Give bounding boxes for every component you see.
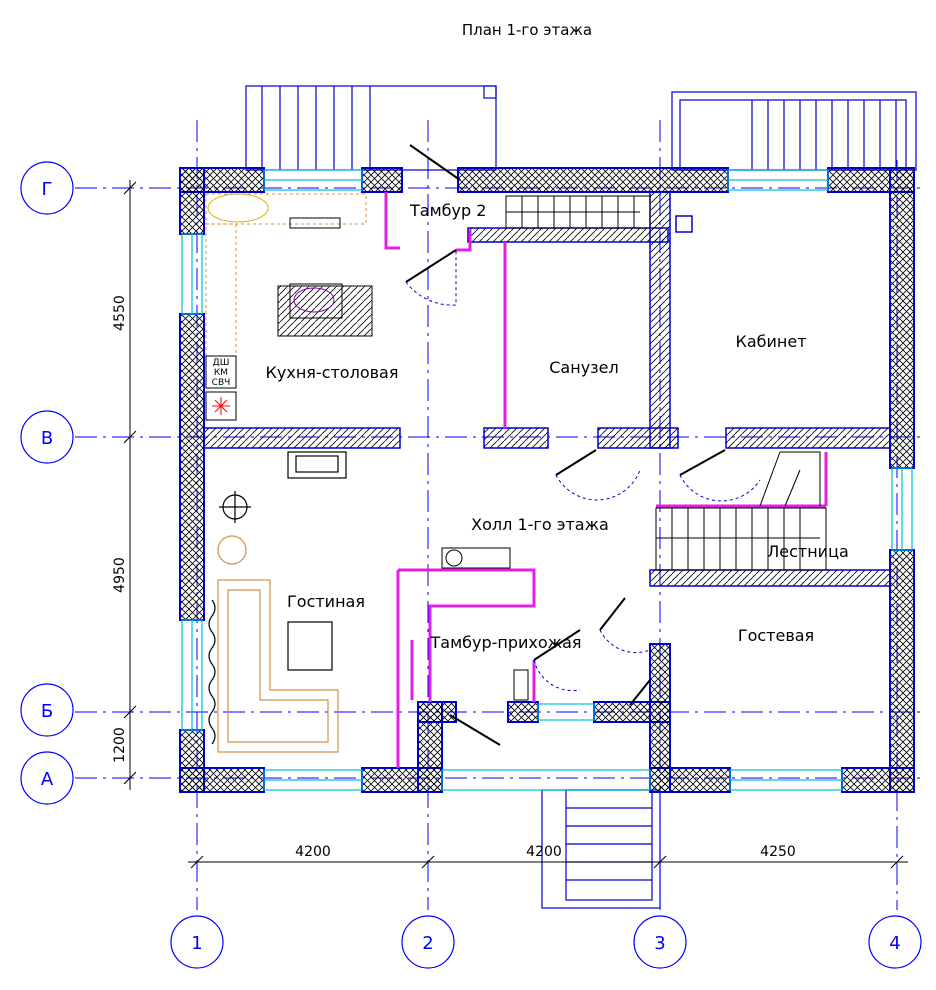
axis-bubbles-letters [20, 161, 74, 805]
room-labels: Тамбур 2 Кухня-столовая Санузел Кабинет … [266, 201, 849, 652]
dimension-4550: 4550 [112, 295, 128, 331]
axis-label-4: 4 [889, 933, 900, 954]
axis-label-v: В [41, 428, 53, 449]
dishwasher-mark: ДШ [213, 358, 230, 368]
interior-walls [203, 191, 891, 587]
room-label-hall: Холл 1-го этажа [471, 515, 609, 534]
axis-label-1: 1 [191, 933, 202, 954]
room-label-guest: Гостевая [738, 626, 814, 645]
dimension-4200-center: 4200 [526, 844, 562, 860]
axis-label-b: Б [41, 701, 53, 722]
coffee-machine-mark: КМ [214, 368, 228, 378]
horizontal-dimensions [188, 855, 908, 869]
room-label-tambur2: Тамбур 2 [409, 201, 486, 220]
room-label-kitchen: Кухня-столовая [266, 363, 399, 382]
dimension-4250: 4250 [760, 844, 796, 860]
axis-bubbles-numbers [170, 915, 922, 969]
exterior-walls [179, 167, 915, 793]
room-label-stairs: Лестница [767, 542, 849, 561]
room-label-entry: Тамбур-прихожая [429, 633, 581, 652]
partitions [384, 192, 828, 768]
axis-label-3: 3 [654, 933, 665, 954]
dimension-1200: 1200 [112, 727, 128, 763]
dimension-4950: 4950 [112, 557, 128, 593]
dimension-4200-left: 4200 [295, 844, 331, 860]
entry-fixtures [441, 547, 529, 701]
room-label-living: Гостиная [287, 592, 365, 611]
room-label-office: Кабинет [735, 332, 806, 351]
plan-title: План 1-го этажа [462, 21, 592, 39]
living-furniture [208, 451, 347, 753]
vertical-dimensions [123, 180, 137, 790]
room-label-bathroom: Санузел [549, 358, 618, 377]
doors [405, 144, 761, 746]
staircase [505, 195, 827, 571]
kitchen-appliance-marks: ДШ КМ СВЧ [212, 358, 231, 388]
axis-label-a: А [41, 769, 54, 790]
microwave-mark: СВЧ [212, 378, 231, 388]
axis-label-g: Г [42, 179, 53, 200]
axis-label-2: 2 [422, 933, 433, 954]
kitchen-furniture [205, 193, 373, 421]
porch-left [245, 85, 497, 171]
windows [181, 169, 913, 791]
porch-right [671, 91, 917, 171]
